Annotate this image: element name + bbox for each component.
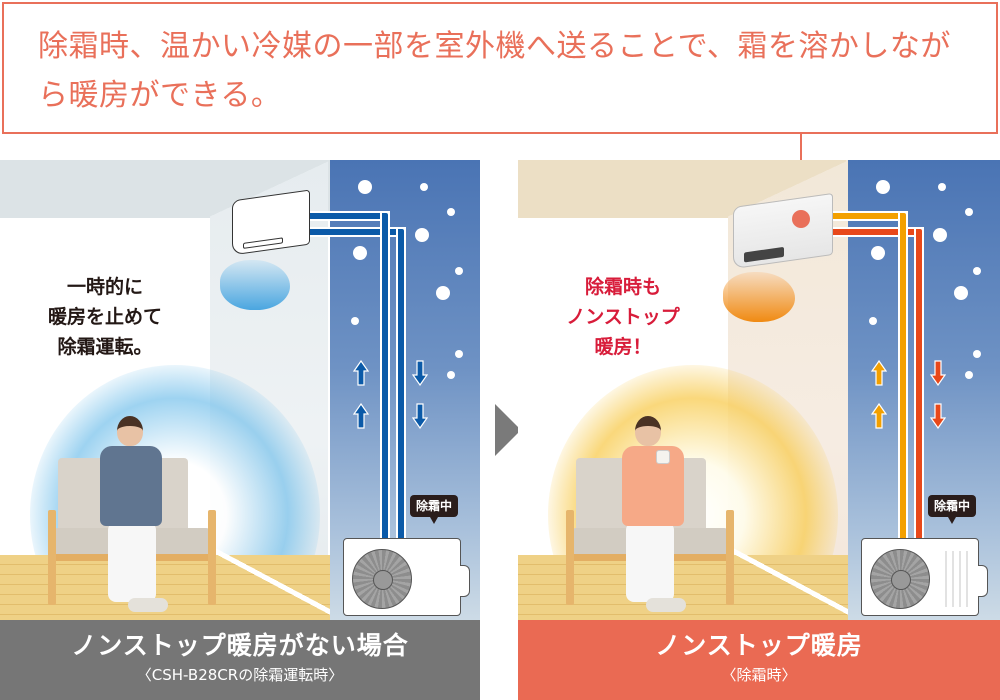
warm-refrigerant-pipe bbox=[832, 211, 908, 221]
slippers bbox=[646, 598, 686, 612]
mug-icon bbox=[656, 450, 670, 464]
panel-nonstop-heating: 除霜中 除霜時も ノンストップ 暖房！ bbox=[518, 160, 1000, 620]
outdoor-ac-unit-icon bbox=[343, 538, 470, 616]
note-line: 除霜運転。 bbox=[57, 336, 153, 358]
person-head bbox=[635, 416, 661, 446]
label-subtitle: 〈除霜時〉 bbox=[721, 666, 797, 684]
warm-airflow-icon bbox=[723, 272, 795, 322]
panel-without-nonstop-heating: 除霜中 一時的に 暖房を止めて 除霜運転。 bbox=[0, 160, 480, 620]
snowflake-icon bbox=[358, 180, 372, 194]
panel-note: 一時的に 暖房を止めて 除霜運転。 bbox=[10, 272, 200, 362]
outdoor-ac-unit-icon bbox=[861, 538, 988, 616]
arrow-up-icon bbox=[870, 402, 888, 429]
baseboard bbox=[728, 540, 848, 620]
refrigerant-pipe bbox=[396, 227, 406, 541]
note-line: 暖房！ bbox=[594, 336, 652, 358]
person-shivering bbox=[100, 446, 162, 526]
snowflake-icon bbox=[938, 183, 946, 191]
sofa-arm bbox=[48, 510, 56, 605]
snowflake-icon bbox=[353, 246, 367, 260]
snowflake-icon bbox=[933, 228, 947, 242]
sofa-arm bbox=[726, 510, 734, 605]
snowflake-icon bbox=[876, 180, 890, 194]
fan-icon bbox=[870, 549, 930, 609]
arrow-down-icon bbox=[411, 360, 429, 387]
arrow-down-icon bbox=[929, 360, 947, 387]
cool-airflow-icon bbox=[220, 260, 290, 310]
heat-exchanger-grille bbox=[940, 551, 970, 607]
play-triangle-icon bbox=[495, 404, 521, 456]
person-relaxed bbox=[622, 446, 684, 526]
snowflake-icon bbox=[447, 371, 455, 379]
caption-box: 除霜時、温かい冷媒の一部を室外機へ送ることで、霜を溶かしながら暖房ができる。 bbox=[2, 2, 998, 134]
warm-refrigerant-pipe bbox=[898, 211, 908, 541]
person-legs bbox=[626, 522, 674, 602]
label-title: ノンストップ暖房 bbox=[655, 631, 863, 660]
note-line: ノンストップ bbox=[566, 306, 680, 328]
snowflake-icon bbox=[869, 317, 877, 325]
snowflake-icon bbox=[436, 286, 450, 300]
warm-refrigerant-pipe bbox=[914, 227, 924, 541]
arrow-up-icon bbox=[352, 402, 370, 429]
snowflake-icon bbox=[415, 228, 429, 242]
person-head bbox=[117, 416, 143, 446]
note-line: 一時的に bbox=[66, 276, 143, 298]
refrigerant-pipe bbox=[310, 211, 390, 221]
label-nonstop: ノンストップ暖房 〈除霜時〉 bbox=[518, 620, 1000, 700]
note-line: 除霜時も bbox=[584, 276, 661, 298]
snowflake-icon bbox=[973, 350, 981, 358]
snowflake-icon bbox=[351, 317, 359, 325]
refrigerant-pipe bbox=[310, 227, 406, 237]
warm-refrigerant-pipe bbox=[832, 227, 924, 237]
refrigerant-pipe bbox=[380, 211, 390, 541]
arrow-up-icon bbox=[870, 359, 888, 386]
callout-dot bbox=[792, 210, 810, 228]
label-title: ノンストップ暖房がない場合 bbox=[71, 631, 409, 660]
sofa-arm bbox=[208, 510, 216, 605]
slippers bbox=[128, 598, 168, 612]
snowflake-icon bbox=[420, 183, 428, 191]
caption-text: 除霜時、温かい冷媒の一部を室外機へ送ることで、霜を溶かしながら暖房ができる。 bbox=[38, 29, 951, 113]
sofa-arm bbox=[566, 510, 574, 605]
snowflake-icon bbox=[954, 286, 968, 300]
defrosting-badge: 除霜中 bbox=[928, 495, 977, 524]
snowflake-icon bbox=[965, 208, 973, 216]
panel-note: 除霜時も ノンストップ 暖房！ bbox=[528, 272, 718, 362]
fan-icon bbox=[352, 549, 412, 609]
baseboard bbox=[210, 540, 330, 620]
label-subtitle: 〈CSH-B28CRの除霜運転時〉 bbox=[136, 666, 344, 684]
person-legs bbox=[108, 522, 156, 602]
snowflake-icon bbox=[871, 246, 885, 260]
defrosting-badge: 除霜中 bbox=[410, 495, 459, 524]
label-without-nonstop: ノンストップ暖房がない場合 〈CSH-B28CRの除霜運転時〉 bbox=[0, 620, 480, 700]
note-line: 暖房を止めて bbox=[47, 306, 162, 328]
snowflake-icon bbox=[455, 267, 463, 275]
arrow-down-icon bbox=[929, 403, 947, 430]
snowflake-icon bbox=[455, 350, 463, 358]
snowflake-icon bbox=[965, 371, 973, 379]
snowflake-icon bbox=[447, 208, 455, 216]
indoor-ac-unit-icon bbox=[232, 189, 310, 256]
snowflake-icon bbox=[973, 267, 981, 275]
arrow-down-icon bbox=[411, 403, 429, 430]
arrow-up-icon bbox=[352, 359, 370, 386]
